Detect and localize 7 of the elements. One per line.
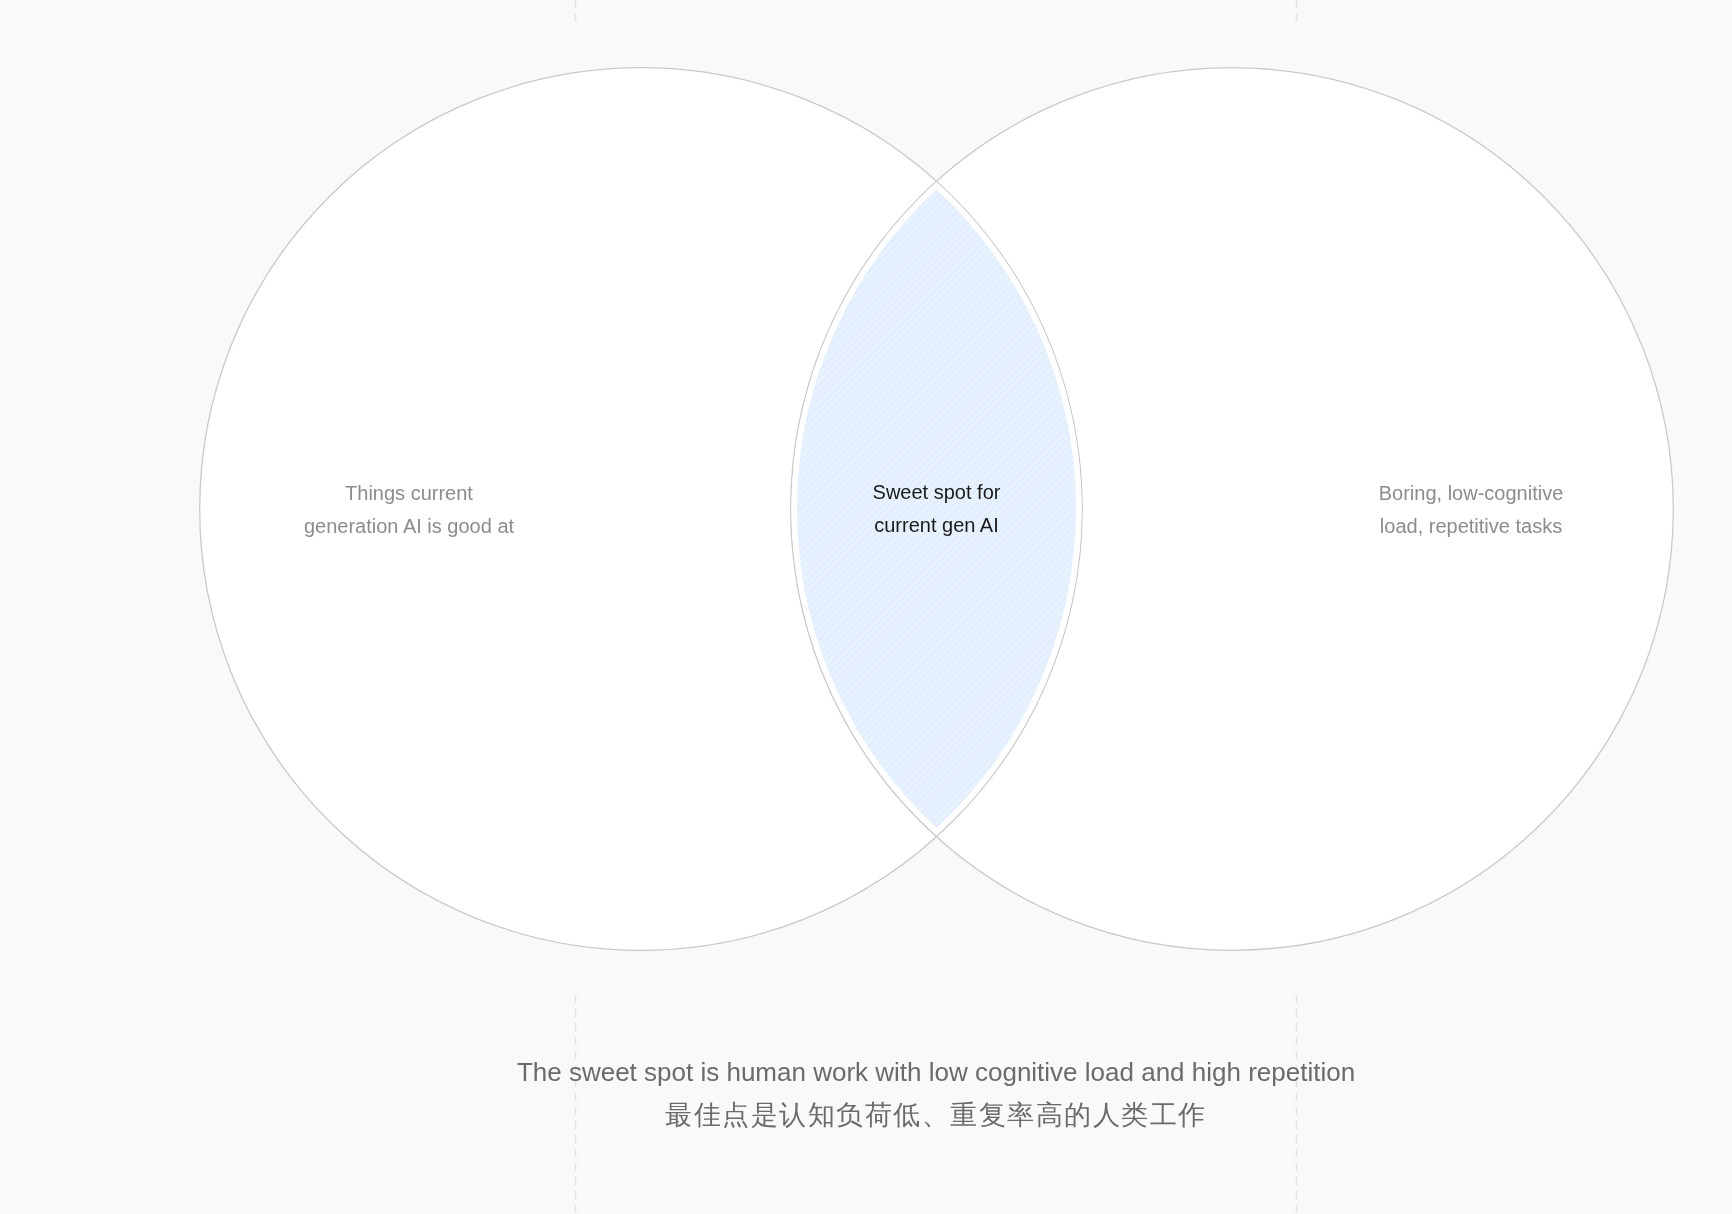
circle-label: Things current generation AI is good at	[303, 481, 515, 539]
caption: The sweet spot is human work with low cognitive load and high repetition	[516, 1056, 1356, 1089]
caption-translation: 最佳点是认知负荷低、重复率高的人类工作	[665, 1099, 1207, 1132]
venn-circle	[790, 67, 1674, 951]
venn-circle	[199, 67, 1083, 951]
circle-label: Boring, low-cognitive load, repetitive tasks	[1378, 481, 1564, 539]
overlap-label: Sweet spot for current gen AI	[872, 480, 1001, 538]
